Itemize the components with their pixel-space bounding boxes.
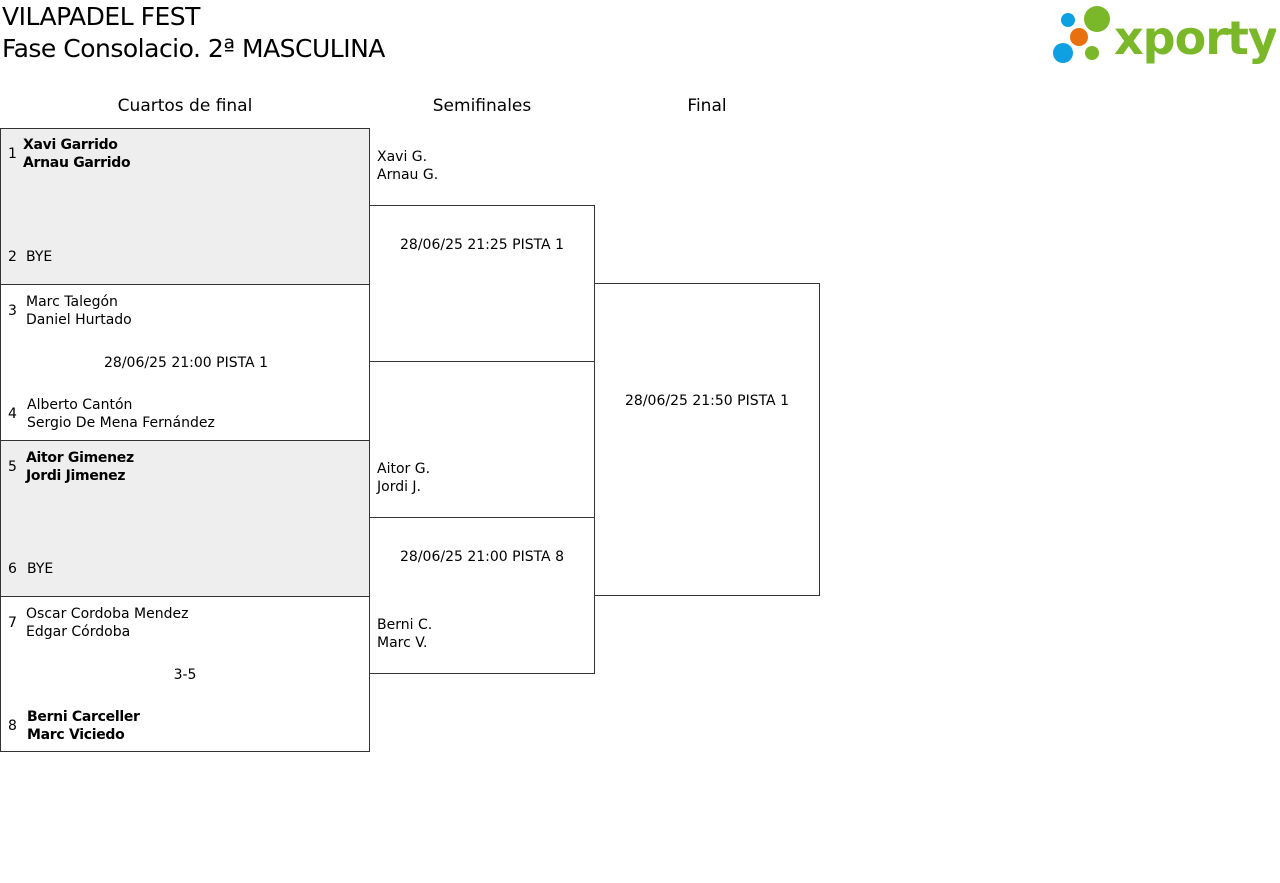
round-header-final: Final (687, 96, 727, 116)
seed-number: 6 (8, 561, 17, 577)
team-b: BYE (27, 561, 54, 577)
round-header-semifinals: Semifinales (432, 96, 532, 116)
phase-title: Fase Consolacio. 2ª MASCULINA (2, 34, 385, 63)
seed-number: 5 (8, 459, 17, 475)
semifinal-match-1[interactable]: 28/06/25 21:25 PISTA 1 (369, 205, 595, 362)
match-info: 28/06/25 21:00 PISTA 1 (104, 355, 268, 371)
semifinal-2-team-b: Berni C.Marc V. (377, 617, 433, 651)
match-info: 28/06/25 21:50 PISTA 1 (625, 393, 789, 409)
semifinal-match-2[interactable]: 28/06/25 21:00 PISTA 8 Berni C.Marc V. (369, 517, 595, 674)
match-info: 28/06/25 21:00 PISTA 8 (400, 549, 564, 565)
event-title: VILAPADEL FEST (2, 2, 200, 31)
semifinal-1-team-a: Xavi G.Arnau G. (377, 149, 439, 183)
seed-number: 2 (8, 249, 17, 265)
semifinal-2-team-a: Aitor G.Jordi J. (377, 461, 431, 495)
seed-number: 4 (8, 406, 17, 422)
svg-text:xporty: xporty (1114, 11, 1276, 65)
final-match[interactable]: 28/06/25 21:50 PISTA 1 (594, 283, 820, 596)
seed-number: 3 (8, 303, 17, 319)
round-header-quarterfinals: Cuartos de final (117, 96, 253, 116)
xporty-logo: xporty (1052, 4, 1279, 66)
match-score: 3-5 (173, 667, 197, 683)
team-b: BYE (26, 249, 53, 265)
match-info: 28/06/25 21:25 PISTA 1 (400, 237, 564, 253)
seed-number: 1 (8, 146, 17, 162)
seed-number: 8 (8, 718, 17, 734)
seed-number: 7 (8, 615, 17, 631)
